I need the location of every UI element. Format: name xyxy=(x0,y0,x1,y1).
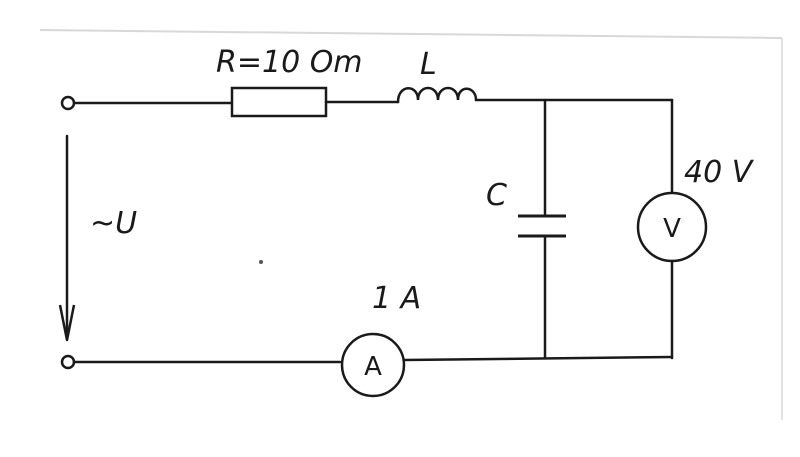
voltmeter-symbol: V xyxy=(663,214,681,244)
voltage-arrow-head xyxy=(58,304,76,342)
top-terminal xyxy=(60,95,76,111)
wire-bottom-right xyxy=(402,355,674,362)
capacitor-label: C xyxy=(486,178,507,213)
resistor-label: R=10 Om xyxy=(216,45,363,80)
ammeter-symbol: A xyxy=(364,352,382,382)
stray-dot xyxy=(259,260,263,264)
ammeter-reading: 1 A xyxy=(372,281,421,316)
source-voltage-label: ~U xyxy=(90,206,137,241)
inductor xyxy=(396,86,478,104)
bottom-terminal xyxy=(60,354,76,370)
ammeter xyxy=(340,332,406,398)
inductor-label: L xyxy=(420,47,437,82)
voltmeter-reading: 40 V xyxy=(684,155,755,190)
scan-edge-top xyxy=(39,29,783,39)
resistor xyxy=(230,86,328,118)
